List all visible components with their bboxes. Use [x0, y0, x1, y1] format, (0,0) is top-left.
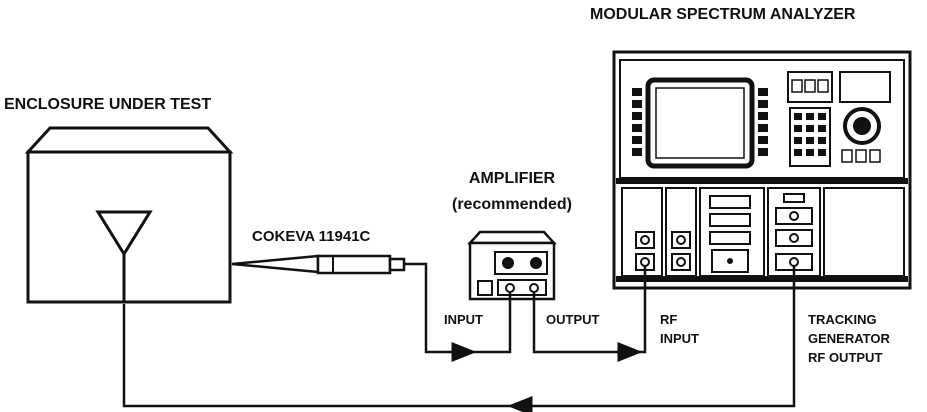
cable-probe-to-amp-input: [404, 262, 477, 362]
probe-icon: [231, 254, 406, 275]
tg-line-2: GENERATOR: [808, 331, 890, 346]
cables: [122, 262, 796, 412]
cable-rf-input-segment: [630, 266, 647, 354]
amp-output-label: OUTPUT: [546, 312, 600, 327]
amplifier-title: AMPLIFIER: [468, 170, 556, 187]
cable-amp-output-to-rf: [532, 292, 643, 362]
rf-input-line-1: RF: [660, 312, 678, 327]
tg-line-1: TRACKING: [808, 312, 877, 327]
enclosure-title: ENCLOSURE UNDER TEST: [4, 96, 212, 113]
rf-input-label: RF INPUT: [660, 310, 699, 348]
rf-input-line-2: INPUT: [660, 331, 699, 346]
antenna-icon: [95, 210, 153, 302]
tracking-generator-label: TRACKING GENERATOR RF OUTPUT: [808, 310, 890, 367]
cable-amp-input-segment: [464, 292, 512, 354]
amplifier-box: [467, 230, 557, 301]
cable-tg-to-antenna: [507, 266, 796, 412]
tg-line-3: RF OUTPUT: [808, 350, 883, 365]
amp-input-label: INPUT: [444, 312, 483, 327]
spectrum-analyzer-icon: [612, 50, 912, 290]
analyzer-title: MODULAR SPECTRUM ANALYZER: [590, 6, 856, 23]
probe-label: COKEVA 11941C: [252, 228, 371, 245]
cable-return-to-antenna: [122, 304, 520, 408]
amplifier-note: (recommended): [451, 196, 573, 213]
